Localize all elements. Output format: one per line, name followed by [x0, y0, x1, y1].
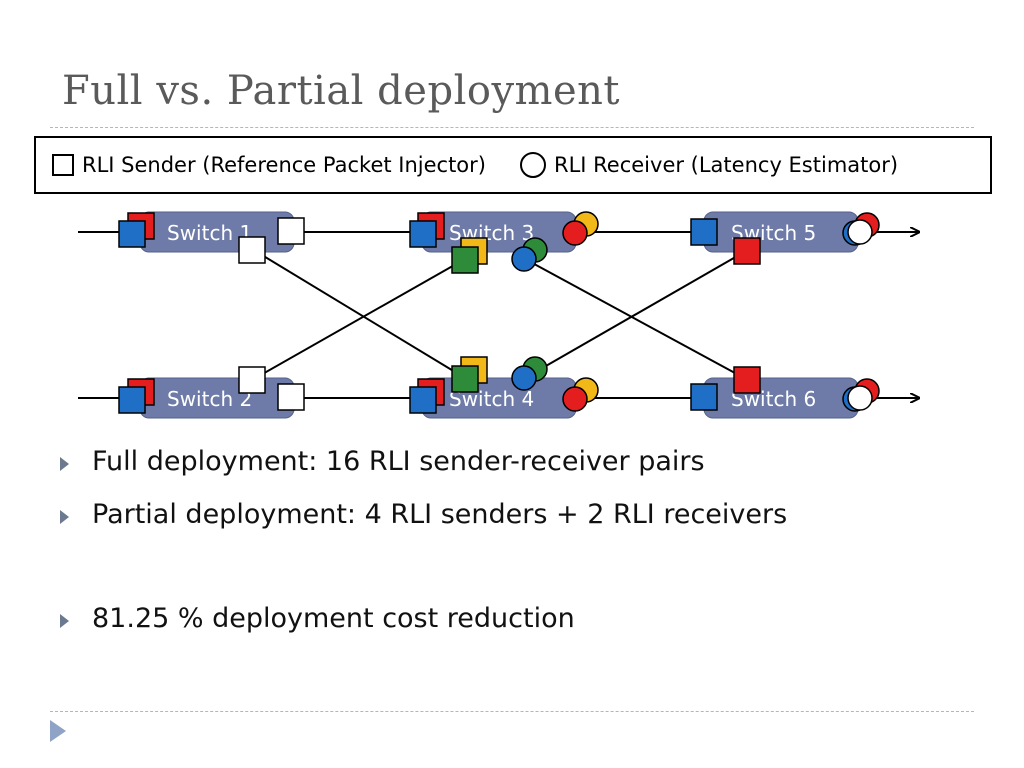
footer-divider	[50, 711, 974, 712]
sender-square-blue	[118, 220, 146, 248]
bullet-arrow-icon	[60, 510, 69, 524]
bullet-arrow-icon	[60, 457, 69, 471]
bullet-arrow-icon	[60, 614, 69, 628]
cross-link-s2-s3	[251, 258, 466, 381]
sender-square-white	[277, 217, 305, 245]
sender-square-blue	[690, 218, 718, 246]
cross-link-s4-s5	[524, 250, 747, 379]
switch-6: Switch 6	[703, 377, 859, 419]
sender-square-red	[733, 366, 761, 394]
switch-5: Switch 5	[703, 211, 859, 253]
sender-square-green	[451, 365, 479, 393]
sender-square-red	[733, 237, 761, 265]
sender-square-green	[451, 246, 479, 274]
bullet-text: Full deployment: 16 RLI sender-receiver …	[92, 446, 705, 477]
receiver-circle-icon	[519, 152, 546, 178]
receiver-circle-white	[847, 219, 873, 245]
receiver-circle-white	[847, 385, 873, 411]
sender-square-blue	[409, 386, 437, 414]
bullet-text: 81.25 % deployment cost reduction	[92, 603, 575, 634]
next-slide-arrow-icon[interactable]	[50, 720, 66, 742]
switch-2: Switch 2	[139, 377, 295, 419]
switch-1-label: Switch 1	[167, 221, 252, 245]
switch-1: Switch 1	[139, 211, 295, 253]
legend-receiver-label: RLI Receiver (Latency Estimator)	[553, 153, 899, 177]
cross-link-s1-s4	[251, 248, 466, 379]
sender-square-blue	[409, 220, 437, 248]
legend-sender-label: RLI Sender (Reference Packet Injector)	[82, 153, 486, 177]
slide-title: Full vs. Partial deployment	[62, 68, 620, 114]
receiver-circle-blue	[511, 246, 537, 272]
switch-3: Switch 3	[421, 211, 577, 253]
sender-square-blue	[118, 386, 146, 414]
switch-2-label: Switch 2	[167, 387, 252, 411]
switch-4: Switch 4	[421, 377, 577, 419]
cross-link-s3-s6	[524, 258, 747, 380]
sender-square-icon	[52, 154, 74, 176]
sender-square-white	[238, 366, 266, 394]
receiver-circle-red	[562, 220, 588, 246]
sender-square-blue	[690, 383, 718, 411]
sender-square-white	[277, 383, 305, 411]
receiver-circle-red	[562, 386, 588, 412]
receiver-circle-blue	[511, 365, 537, 391]
legend-box: RLI Sender (Reference Packet Injector) R…	[34, 136, 992, 194]
title-divider	[50, 127, 974, 128]
bullet-text: Partial deployment: 4 RLI senders + 2 RL…	[92, 499, 788, 530]
sender-square-white	[238, 236, 266, 264]
